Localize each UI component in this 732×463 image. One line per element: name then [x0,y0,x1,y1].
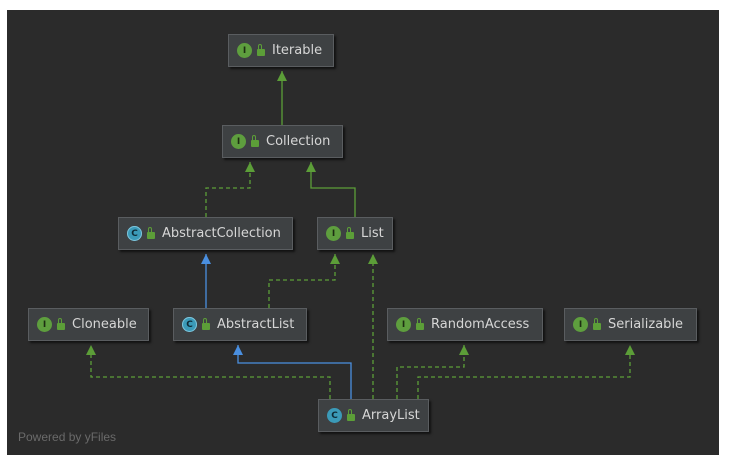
interface-icon: I [37,317,52,332]
interface-icon: I [326,226,341,241]
edges-layer [86,71,635,399]
diagram-canvas: I Iterable I Collection C AbstractCollec… [7,10,719,455]
abstract-class-icon: C [127,226,142,241]
node-label: Iterable [272,43,323,58]
node-label: RandomAccess [431,317,530,332]
edge-list-to-collection [310,162,356,217]
edge-abstract_collection-to-collection [205,162,251,217]
lock-icon [147,227,155,239]
node-label: List [361,226,384,241]
node-cloneable[interactable]: I Cloneable [28,308,149,341]
node-abstract-collection[interactable]: C AbstractCollection [118,217,293,250]
arrowhead-list [368,254,378,264]
node-serializable[interactable]: I Serializable [564,308,697,341]
lock-icon [57,318,65,330]
node-collection[interactable]: I Collection [222,125,343,158]
lock-icon [202,318,210,330]
lock-icon [257,44,265,56]
lock-icon [593,318,601,330]
class-icon: C [327,408,342,423]
node-label: Serializable [608,317,684,332]
edge-array_list-to-serializable [417,345,631,399]
arrowhead-serializable [625,345,635,355]
edge-array_list-to-random_access [396,345,465,399]
arrowhead-abstract_collection [201,254,211,264]
node-label: Collection [266,134,331,149]
node-label: ArrayList [362,408,420,423]
interface-icon: I [231,134,246,149]
node-label: AbstractCollection [162,226,281,241]
node-list[interactable]: I List [317,217,393,250]
node-label: Cloneable [72,317,137,332]
lock-icon [416,318,424,330]
edge-array_list-to-abstract_list [237,345,352,399]
arrowhead-collection [306,162,316,172]
node-array-list[interactable]: C ArrayList [318,399,429,432]
interface-icon: I [237,43,252,58]
arrowhead-iterable [277,71,287,81]
lock-icon [346,227,354,239]
arrowhead-abstract_list [233,345,243,355]
arrowhead-cloneable [86,345,96,355]
abstract-class-icon: C [182,317,197,332]
lock-icon [251,135,259,147]
node-label: AbstractList [217,317,295,332]
node-iterable[interactable]: I Iterable [228,34,334,67]
arrowhead-random_access [459,345,469,355]
interface-icon: I [396,317,411,332]
node-abstract-list[interactable]: C AbstractList [173,308,307,341]
edge-abstract_list-to-list [268,254,336,308]
edge-array_list-to-cloneable [90,345,331,399]
node-random-access[interactable]: I RandomAccess [387,308,543,341]
lock-icon [347,409,355,421]
interface-icon: I [573,317,588,332]
arrowhead-list [330,254,340,264]
arrowhead-collection [245,162,255,172]
watermark: Powered by yFiles [18,430,117,444]
